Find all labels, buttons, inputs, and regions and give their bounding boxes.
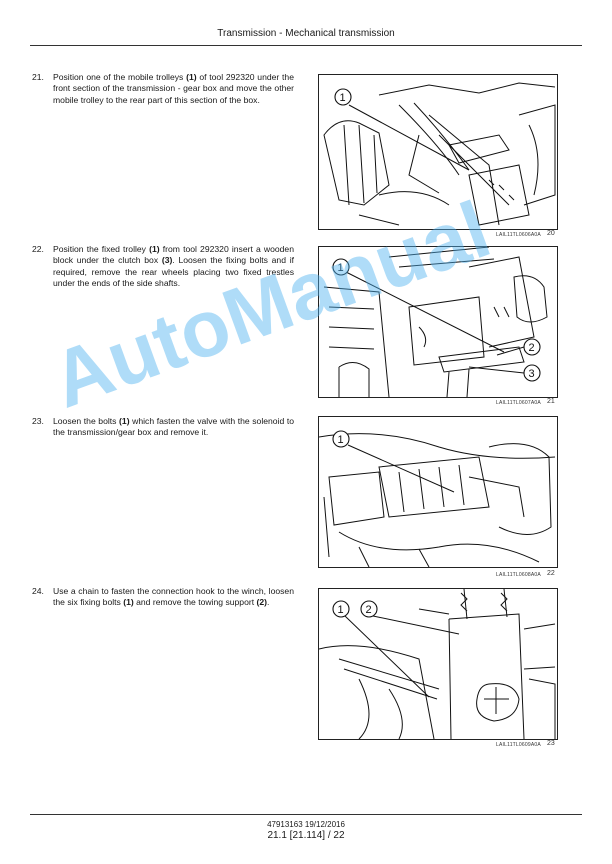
step-21: 21. Position one of the mobile trolleys … xyxy=(32,72,294,106)
svg-text:2: 2 xyxy=(529,342,535,354)
figure-ref: LAIL11TL0608A0A xyxy=(496,572,541,578)
step-text: Loosen the bolts (1) which fasten the va… xyxy=(53,416,294,438)
step-text: Position the fixed trolley (1) from tool… xyxy=(53,244,294,289)
figure-22: 1 xyxy=(318,416,558,568)
figure-ref: LAIL11TL0609A0A xyxy=(496,742,541,748)
figure-21: 1 2 3 xyxy=(318,246,558,398)
figure-20: 1 xyxy=(318,74,558,230)
figure-number: 21 xyxy=(547,398,555,405)
svg-text:1: 1 xyxy=(340,92,346,104)
header-rule xyxy=(30,45,582,46)
step-number: 23. xyxy=(32,416,44,426)
step-number: 22. xyxy=(32,244,44,254)
step-text: Position one of the mobile trolleys (1) … xyxy=(53,72,294,105)
footer-page-number: 21.1 [21.114] / 22 xyxy=(267,830,345,841)
figure-ref: LAIL11TL0607A0A xyxy=(496,400,541,406)
figure-ref: LAIL11TL0606A0A xyxy=(496,232,541,238)
figure-23: 1 2 xyxy=(318,588,558,740)
footer-document-id: 47913163 19/12/2016 xyxy=(267,820,345,829)
figure-number: 20 xyxy=(547,230,555,237)
step-number: 24. xyxy=(32,586,44,596)
svg-text:3: 3 xyxy=(529,368,535,380)
step-24: 24. Use a chain to fasten the connection… xyxy=(32,586,294,609)
figure-number: 23 xyxy=(547,740,555,747)
svg-text:1: 1 xyxy=(338,604,344,616)
figure-number: 22 xyxy=(547,570,555,577)
step-text: Use a chain to fasten the connection hoo… xyxy=(53,586,294,608)
svg-text:1: 1 xyxy=(338,262,344,274)
step-number: 21. xyxy=(32,72,44,82)
svg-text:2: 2 xyxy=(366,604,372,616)
step-22: 22. Position the fixed trolley (1) from … xyxy=(32,244,294,290)
footer-rule xyxy=(30,814,582,815)
svg-text:1: 1 xyxy=(338,434,344,446)
step-23: 23. Loosen the bolts (1) which fasten th… xyxy=(32,416,294,439)
page-header: Transmission - Mechanical transmission xyxy=(217,28,395,39)
